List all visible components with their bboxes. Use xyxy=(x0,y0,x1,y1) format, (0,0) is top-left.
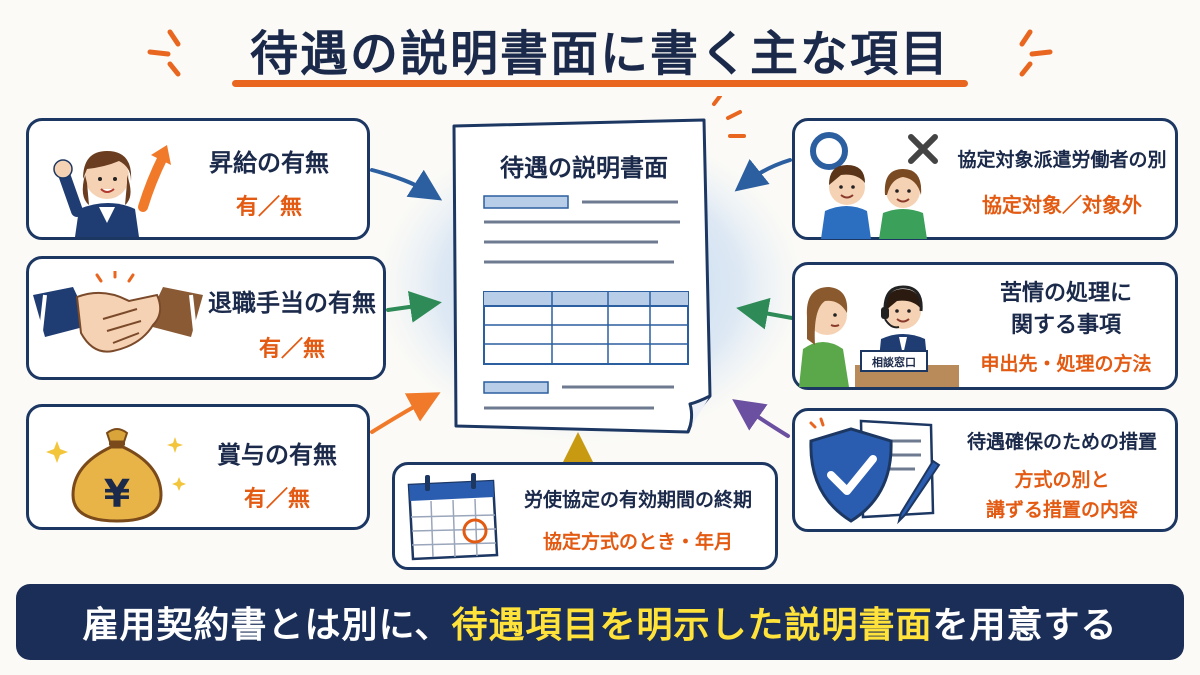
card-raise-value: 有／無 xyxy=(235,195,302,220)
yen-money-bag-icon: ¥ xyxy=(46,428,186,523)
arrow-agreement-worker xyxy=(734,158,792,192)
desk-sign-label: 相談窓口 xyxy=(872,356,916,369)
banner-highlight: 待遇項目を明示した説明書面 xyxy=(451,605,933,646)
sparkle-left-icon xyxy=(147,29,181,77)
consultation-desk-icon xyxy=(799,285,959,387)
card-measures-value-line1: 方式の別と xyxy=(1014,469,1110,491)
card-period-title: 労使協定の有効期間の終期 xyxy=(523,489,752,511)
card-agreement-value: 協定対象／対象外 xyxy=(982,193,1142,217)
arrow-raise xyxy=(370,168,443,201)
card-complaints-title-line2: 関する事項 xyxy=(1010,313,1121,338)
svg-text:¥: ¥ xyxy=(104,472,130,516)
card-complaints: 相談窓口 苦情の処理に 関する事項 申出先・処理の方法 xyxy=(792,262,1178,390)
card-measures-title: 待遇確保のための措置 xyxy=(966,431,1157,453)
card-raise-title: 昇給の有無 xyxy=(209,149,329,177)
card-bonus-title: 賞与の有無 xyxy=(217,441,337,469)
card-complaints-value: 申出先・処理の方法 xyxy=(980,353,1152,375)
banner-text-part2: を用意する xyxy=(932,605,1118,646)
card-bonus: ¥ 賞与の有無 有／無 xyxy=(26,404,370,530)
calendar-icon xyxy=(407,473,499,561)
card-complaints-title-line1: 苦情の処理に xyxy=(999,281,1132,306)
card-raise: 昇給の有無 有／無 xyxy=(26,118,370,240)
circle-cross-two-workers-icon xyxy=(810,132,938,239)
sparkle-right-icon xyxy=(1019,29,1053,77)
banner-text-part1: 雇用契約書とは別に、 xyxy=(82,605,452,646)
page-title: 待遇の説明書面に書く主な項目 xyxy=(249,26,950,82)
shield-check-document-pen-icon xyxy=(809,417,941,525)
arrow-measures xyxy=(732,399,790,438)
arrow-complaints xyxy=(736,297,794,330)
card-retirement-value: 有／無 xyxy=(258,337,325,362)
handshake-icon xyxy=(33,271,203,353)
document-paper-icon xyxy=(452,96,746,434)
card-agreement-period: 労使協定の有効期間の終期 協定方式のとき・年月 xyxy=(392,462,778,570)
arrow-bonus xyxy=(370,392,441,434)
title-underline xyxy=(232,80,968,87)
explanation-document: 待遇の説明書面 xyxy=(398,96,754,456)
arrow-retirement xyxy=(386,290,442,323)
woman-raising-fist-with-upward-arrow-icon xyxy=(53,145,171,237)
card-retirement-title: 退職手当の有無 xyxy=(208,289,376,317)
card-period-value: 協定方式のとき・年月 xyxy=(542,531,733,553)
card-agreement-worker: 協定対象派遣労働者の別 協定対象／対象外 xyxy=(792,118,1178,240)
card-agreement-title: 協定対象派遣労働者の別 xyxy=(957,149,1167,171)
document-title: 待遇の説明書面 xyxy=(500,154,668,182)
card-measures-value-line2: 講ずる措置の内容 xyxy=(985,499,1138,521)
card-measures: 待遇確保のための措置 方式の別と 講ずる措置の内容 xyxy=(792,408,1178,532)
summary-banner: 雇用契約書とは別に、 待遇項目を明示した説明書面 を用意する xyxy=(16,584,1184,660)
card-bonus-value: 有／無 xyxy=(243,487,310,512)
card-retirement-allowance: 退職手当の有無 有／無 xyxy=(26,256,386,380)
